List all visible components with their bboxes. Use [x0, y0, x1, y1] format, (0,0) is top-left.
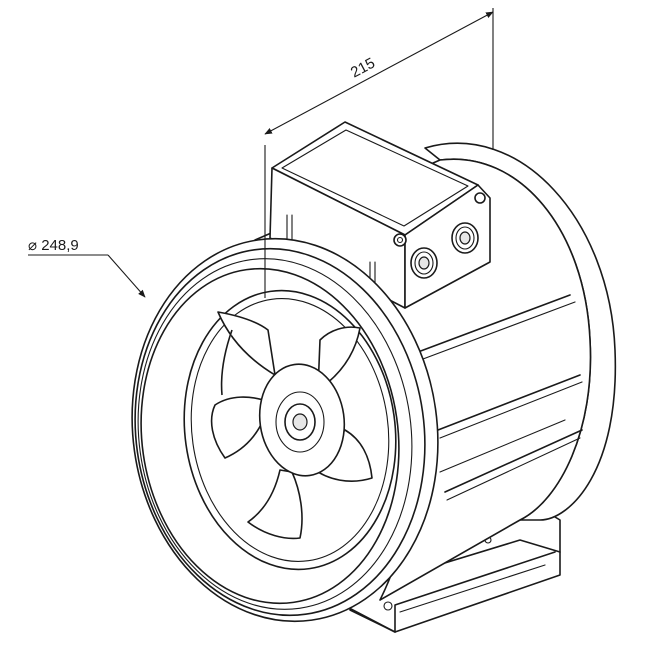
cable-gland-right [451, 222, 479, 254]
diameter-dimension: ⌀ 248,9 [28, 237, 146, 298]
impeller [190, 298, 390, 562]
cable-gland-left [410, 247, 438, 279]
diameter-dimension-label: ⌀ 248,9 [28, 237, 79, 254]
terminal-box [269, 121, 491, 309]
diameter-value: 248,9 [41, 237, 79, 254]
diameter-symbol: ⌀ [28, 237, 37, 254]
length-dimension-label: 215 [348, 55, 378, 82]
